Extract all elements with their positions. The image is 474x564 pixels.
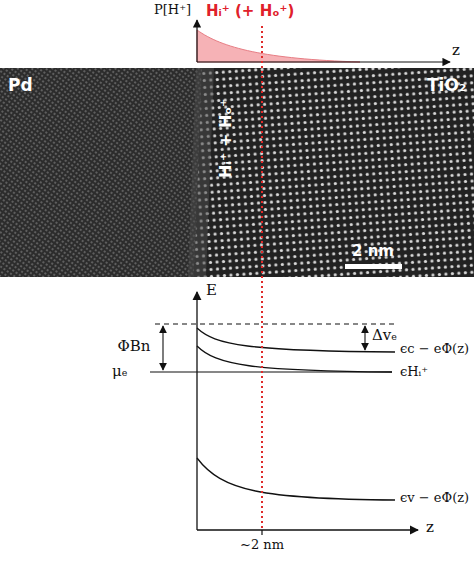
barrier-label: ΦBn	[118, 338, 151, 355]
material-label: TiO₂	[427, 76, 466, 96]
band-label: ϵv − eΦ(z)	[400, 491, 469, 506]
interface-band	[188, 68, 214, 277]
conduction-band	[197, 328, 395, 352]
offset-label: Δvₑ	[372, 327, 397, 344]
axis-tick	[261, 530, 262, 535]
tick-label: ~2 nm	[240, 538, 284, 553]
axis-label: z	[452, 42, 460, 59]
scale-bar	[345, 264, 402, 269]
depth-marker	[261, 26, 263, 529]
axis-label: z	[426, 519, 434, 536]
species-label: Hᵢ⁺ + Hₒ⁺	[217, 98, 235, 178]
position-axis	[197, 529, 418, 530]
level-label: μₑ	[112, 363, 128, 380]
axis-label: P[H⁺]	[154, 3, 191, 18]
species-label: Hᵢ⁺ (+ Hₒ⁺)	[206, 3, 294, 20]
band-label: ϵc − eΦ(z)	[400, 342, 469, 357]
valence-band	[197, 458, 395, 500]
level-label: ϵHᵢ⁺	[400, 365, 428, 380]
material-label: Pd	[8, 76, 33, 96]
axis-line	[197, 61, 450, 62]
pd-lattice	[0, 68, 202, 277]
barrier-arrow	[162, 326, 163, 370]
offset-arrow	[364, 326, 365, 350]
scale-label: 2 nm	[352, 243, 394, 260]
axis-line	[196, 20, 197, 62]
tio2-lattice	[194, 68, 474, 277]
axis-label: E	[206, 282, 217, 299]
tem-image	[0, 68, 474, 277]
hydrogen-level	[197, 346, 392, 372]
barrier-level	[155, 323, 395, 324]
concentration-area	[197, 30, 360, 62]
